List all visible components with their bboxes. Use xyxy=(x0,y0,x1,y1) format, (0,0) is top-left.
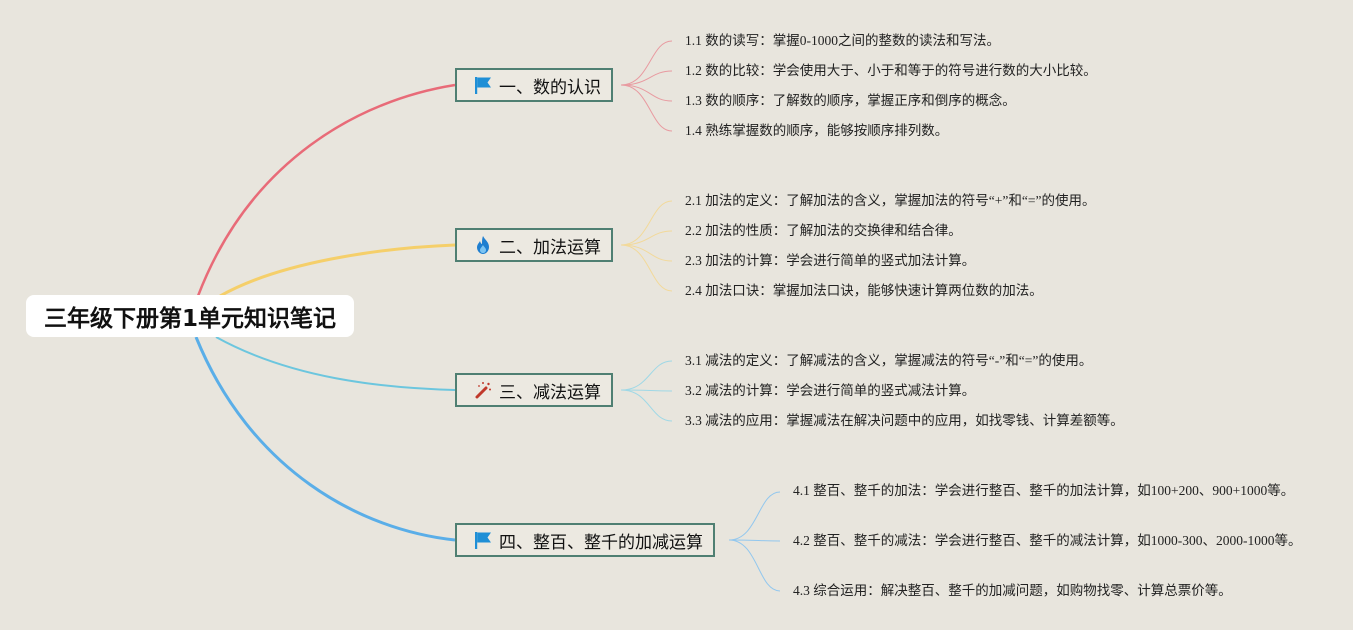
topic-title: 四、整百、整千的加减运算 xyxy=(499,532,703,553)
topic-number-recognition[interactable]: 一、数的认识 xyxy=(455,68,613,102)
branch-line-1 xyxy=(196,83,456,297)
branch-line-4 xyxy=(194,336,456,542)
leaf-item[interactable]: 4.2 整百、整千的减法：学会进行整百、整千的减法计算，如1000-300、20… xyxy=(793,533,1302,548)
branch-line-3 xyxy=(215,336,456,391)
leaf-item[interactable]: 1.1 数的读写：掌握0-1000之间的整数的读法和写法。 xyxy=(685,33,1000,48)
fire-icon xyxy=(473,235,493,255)
flag-icon xyxy=(473,530,493,550)
leaf-item[interactable]: 2.4 加法口诀：掌握加法口诀，能够快速计算两位数的加法。 xyxy=(685,283,1043,298)
leaf-item[interactable]: 2.1 加法的定义：了解加法的含义，掌握加法的符号“+”和“=”的使用。 xyxy=(685,193,1096,208)
leaf-item[interactable]: 1.2 数的比较：学会使用大于、小于和等于的符号进行数的大小比较。 xyxy=(685,63,1097,78)
branch-line-2 xyxy=(219,243,456,298)
topic-addition[interactable]: 二、加法运算 xyxy=(455,228,613,262)
leaf-item[interactable]: 1.3 数的顺序：了解数的顺序，掌握正序和倒序的概念。 xyxy=(685,93,1016,108)
leaf-item[interactable]: 3.2 减法的计算：学会进行简单的竖式减法计算。 xyxy=(685,383,976,398)
leaf-item[interactable]: 2.2 加法的性质：了解加法的交换律和结合律。 xyxy=(685,223,962,238)
magic-wand-icon xyxy=(473,380,493,400)
leaf-item[interactable]: 1.4 熟练掌握数的顺序，能够按顺序排列数。 xyxy=(685,123,949,138)
topic-title: 三、减法运算 xyxy=(499,382,601,403)
leaf-item[interactable]: 2.3 加法的计算：学会进行简单的竖式加法计算。 xyxy=(685,253,976,268)
topic-hundreds-thousands[interactable]: 四、整百、整千的加减运算 xyxy=(455,523,715,557)
root-topic[interactable]: 三年级下册第1单元知识笔记 xyxy=(26,295,354,337)
flag-icon xyxy=(473,75,493,95)
topic-title: 一、数的认识 xyxy=(499,77,601,98)
root-title: 三年级下册第1单元知识笔记 xyxy=(43,306,336,332)
leaf-item[interactable]: 3.3 减法的应用：掌握减法在解决问题中的应用，如找零钱、计算差额等。 xyxy=(685,413,1124,428)
topic-title: 二、加法运算 xyxy=(499,237,601,258)
topic-subtraction[interactable]: 三、减法运算 xyxy=(455,373,613,407)
leaf-item[interactable]: 4.1 整百、整千的加法：学会进行整百、整千的加法计算，如100+200、900… xyxy=(793,483,1295,498)
leaf-item[interactable]: 4.3 综合运用：解决整百、整千的加减问题，如购物找零、计算总票价等。 xyxy=(793,583,1232,598)
leaf-item[interactable]: 3.1 减法的定义：了解减法的含义，掌握减法的符号“-”和“=”的使用。 xyxy=(685,353,1093,368)
